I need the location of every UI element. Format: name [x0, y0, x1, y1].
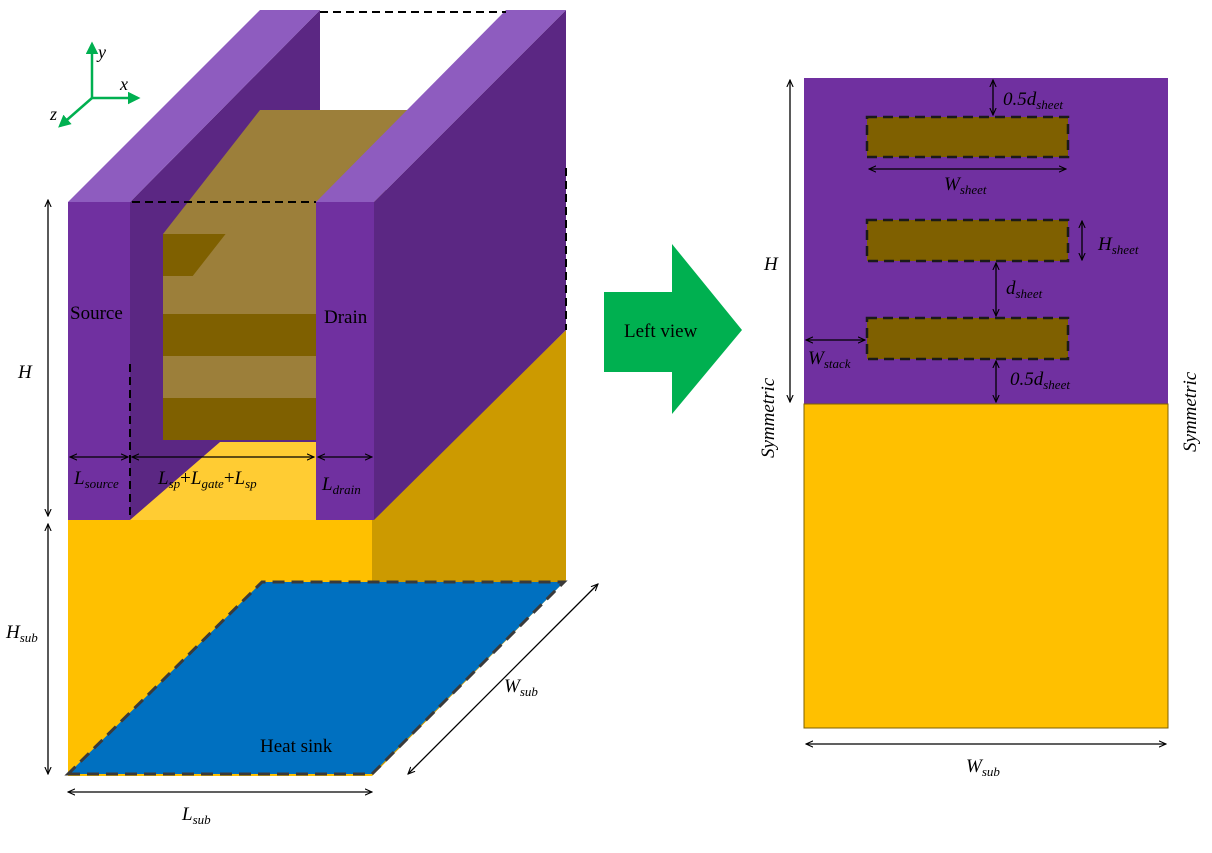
drain-label: Drain	[324, 307, 368, 328]
symmetric-right-label: Symmetric	[1180, 371, 1201, 452]
top-gap-label: 0.5dsheet	[1003, 89, 1063, 112]
sheet-rect-2	[865, 218, 1070, 263]
y-axis-label: y	[96, 42, 106, 62]
bottom-gap-label: 0.5dsheet	[1010, 369, 1070, 392]
W-sub-label-2d: Wsub	[966, 756, 1000, 779]
L-channel-label: Lsp+Lgate+Lsp	[157, 468, 257, 491]
symmetric-left-label: Symmetric	[758, 377, 779, 458]
source-label: Source	[70, 303, 123, 324]
view-2d: H 0.5dsheet Wsheet Hsheet dsheet Wstack …	[758, 78, 1201, 779]
L-drain-label: Ldrain	[321, 474, 361, 497]
drain-front-face	[316, 202, 374, 520]
sheet-rect-3	[865, 316, 1070, 361]
H-sheet-label: Hsheet	[1097, 234, 1139, 257]
substrate-region	[803, 403, 1169, 729]
dimension-lines-3d	[48, 200, 598, 792]
sheet-front	[163, 356, 317, 398]
L-sub-label-3d: Lsub	[181, 804, 211, 827]
H-label-2d: H	[763, 254, 779, 275]
view-3d: y x z Source Drain Heat sink H Hsub Wsub…	[5, 10, 598, 827]
dimension-lines-2d	[790, 80, 1166, 744]
x-axis-label: x	[119, 74, 128, 94]
heat-sink-label: Heat sink	[260, 736, 333, 757]
drain-side-face	[374, 10, 566, 520]
source-top-face	[68, 10, 320, 202]
d-sheet-label: dsheet	[1006, 278, 1043, 301]
z-axis-label: z	[49, 104, 57, 124]
L-source-label: Lsource	[73, 468, 119, 491]
sheet-front	[163, 314, 317, 356]
sheet-front	[163, 398, 317, 440]
left-view-arrow: Left view	[604, 244, 742, 414]
sheet-rect-1	[865, 115, 1070, 159]
H-sub-label-3d: Hsub	[5, 622, 38, 645]
W-sub-label-3d: Wsub	[504, 676, 538, 699]
channel-floor	[130, 442, 316, 520]
arrow-label: Left view	[624, 321, 698, 342]
source-front-face	[68, 202, 130, 520]
H-label-3d: H	[17, 362, 33, 383]
sheet-front	[163, 276, 317, 314]
dashed-outlines	[129, 11, 567, 520]
W-stack-label: Wstack	[808, 348, 851, 371]
drain-top-face	[316, 10, 566, 202]
W-sheet-label: Wsheet	[944, 174, 987, 197]
axes-triad	[58, 41, 141, 128]
